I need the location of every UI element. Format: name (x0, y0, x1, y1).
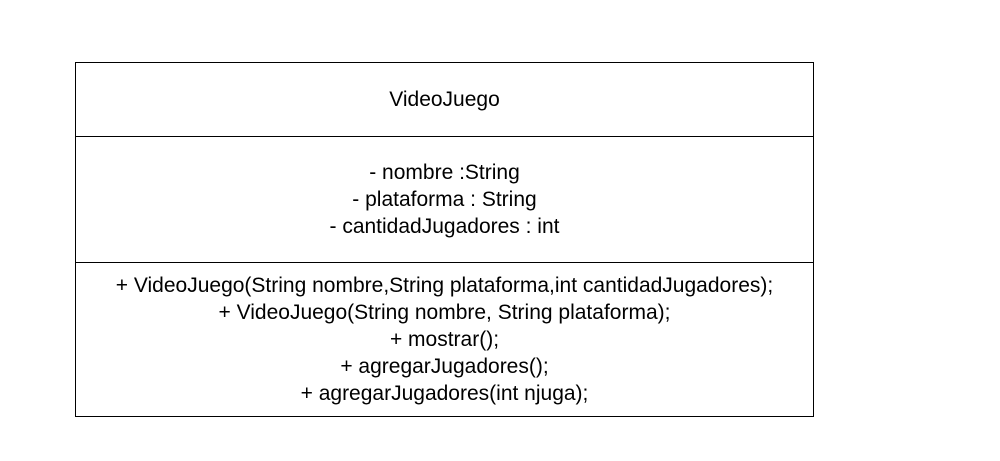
attribute-plataforma: - plataforma : String (352, 188, 537, 211)
uml-class-box: VideoJuego - nombre :String - plataforma… (75, 62, 814, 417)
class-name: VideoJuego (389, 88, 500, 111)
method-agregar-jugadores: + agregarJugadores(); (340, 355, 549, 378)
class-name-section: VideoJuego (76, 63, 813, 137)
attribute-cantidad-jugadores: - cantidadJugadores : int (329, 215, 560, 238)
attributes-section: - nombre :String - plataforma : String -… (76, 137, 813, 263)
method-agregar-jugadores-int: + agregarJugadores(int njuga); (300, 382, 589, 405)
method-constructor-full: + VideoJuego(String nombre,String plataf… (115, 274, 774, 297)
methods-section: + VideoJuego(String nombre,String plataf… (76, 263, 813, 416)
method-constructor-partial: + VideoJuego(String nombre, String plata… (218, 301, 671, 324)
method-mostrar: + mostrar(); (389, 328, 500, 351)
attribute-nombre: - nombre :String (369, 161, 520, 184)
